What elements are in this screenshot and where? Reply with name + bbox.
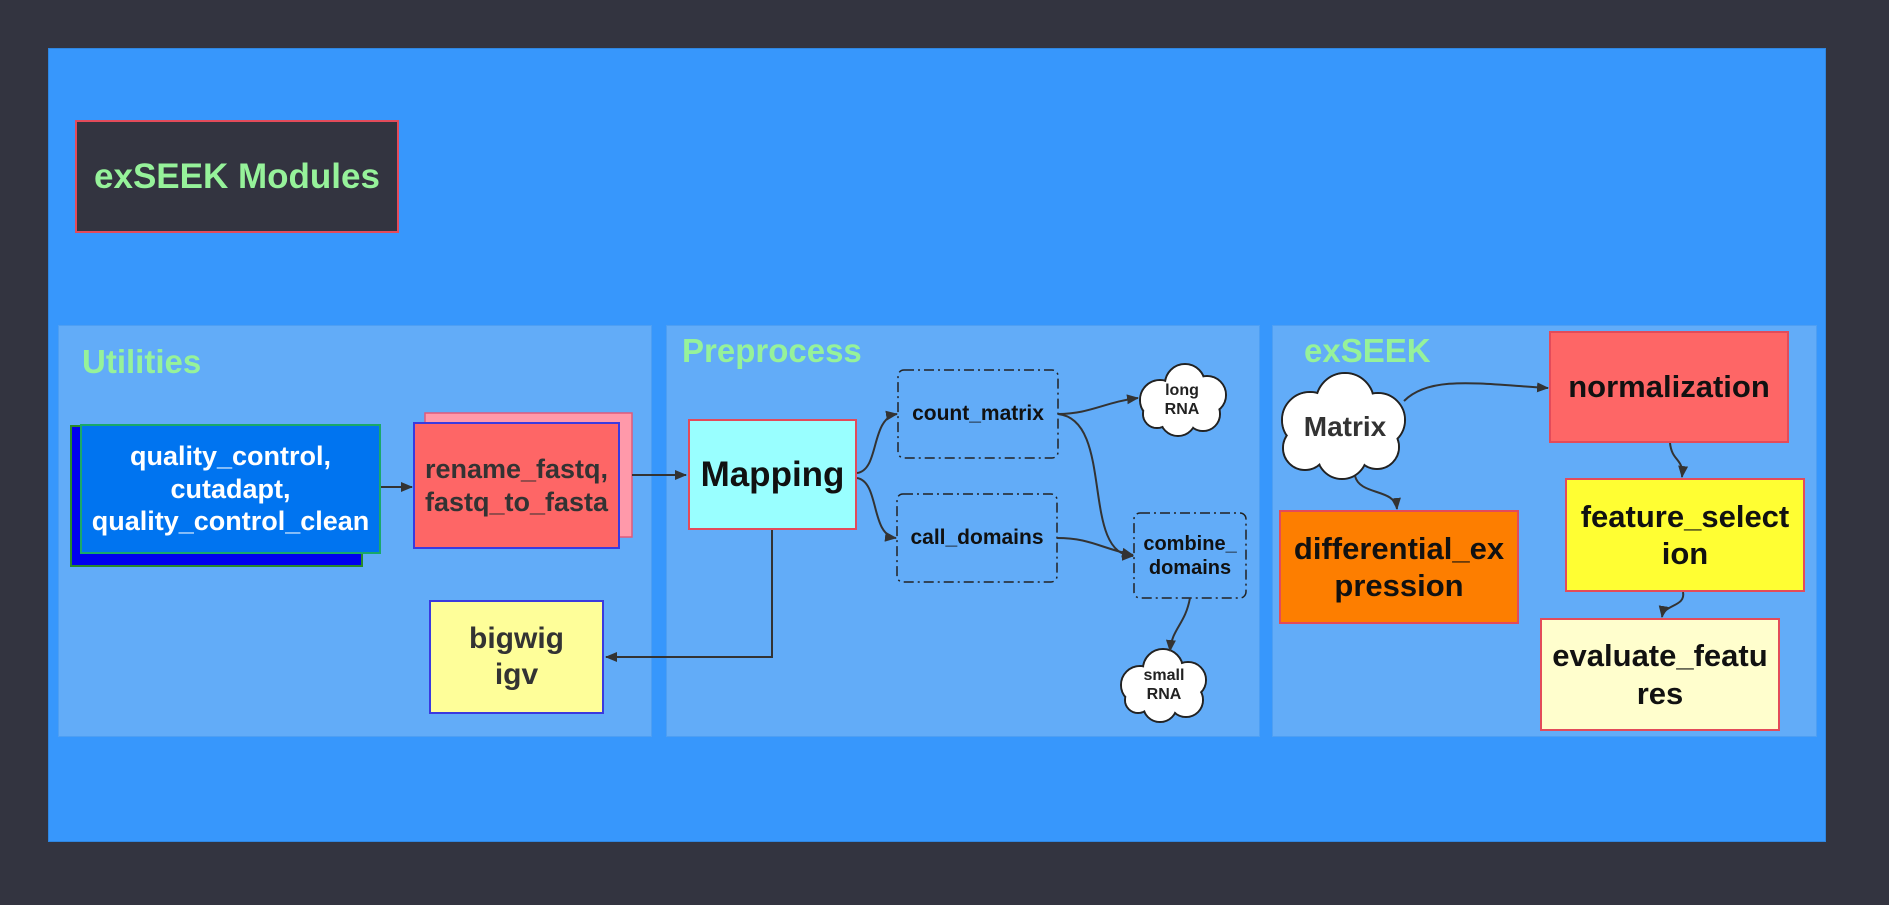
edge-combine-smallrna — [1165, 597, 1191, 652]
title-box: exSEEK Modules — [75, 120, 399, 233]
count-matrix-label: count_matrix — [912, 402, 1044, 426]
diagram-title: exSEEK Modules — [94, 156, 380, 196]
matrix-label: Matrix — [1303, 411, 1387, 443]
quality-control-node: quality_control, cutadapt, quality_contr… — [80, 424, 381, 554]
bigwig-label: bigwig igv — [469, 622, 564, 691]
feature-selection-label: feature_selection — [1580, 498, 1790, 571]
mapping-node: Mapping — [688, 419, 857, 530]
edge-mapping-calldomains — [856, 477, 897, 542]
mapping-label: Mapping — [700, 454, 845, 494]
normalization-node: normalization — [1549, 331, 1789, 443]
rename-node: rename_fastq,fastq_to_fasta — [413, 422, 620, 549]
preprocess-label: Preprocess — [682, 332, 862, 369]
edge-count-combine — [1057, 413, 1134, 561]
call-domains-label: call_domains — [910, 526, 1044, 550]
edge-feature-evaluate — [1658, 591, 1685, 618]
edge-normalization-feature — [1669, 442, 1689, 478]
evaluate-features-label: evaluate_features — [1552, 638, 1768, 711]
quality-control-label: quality_control, cutadapt, quality_contr… — [91, 441, 370, 537]
edge-matrix-normalization — [1403, 382, 1549, 402]
utilities-label: Utilities — [82, 343, 202, 380]
edge-count-longrna — [1057, 394, 1139, 415]
feature-selection-node: feature_selection — [1565, 478, 1805, 592]
normalization-label: normalization — [1568, 369, 1770, 405]
bigwig-node: bigwig igv — [429, 600, 604, 714]
combine-domains-label: combine_ domains — [1143, 532, 1237, 579]
edge-mapping-bigwig — [605, 530, 773, 662]
small-rna-label: small RNA — [1143, 666, 1185, 703]
rename-label: rename_fastq,fastq_to_fasta — [424, 454, 609, 517]
exseek-label: exSEEK — [1304, 332, 1431, 369]
evaluate-features-node: evaluate_features — [1540, 618, 1780, 731]
edge-mapping-count — [856, 410, 898, 474]
edge-matrix-differential — [1354, 475, 1401, 510]
edge-calldomains-combine — [1056, 537, 1134, 558]
long-rna-label: long RNA — [1164, 381, 1200, 418]
differential-expression-node: differential_expression — [1279, 510, 1519, 624]
differential-expression-label: differential_expression — [1293, 530, 1505, 603]
